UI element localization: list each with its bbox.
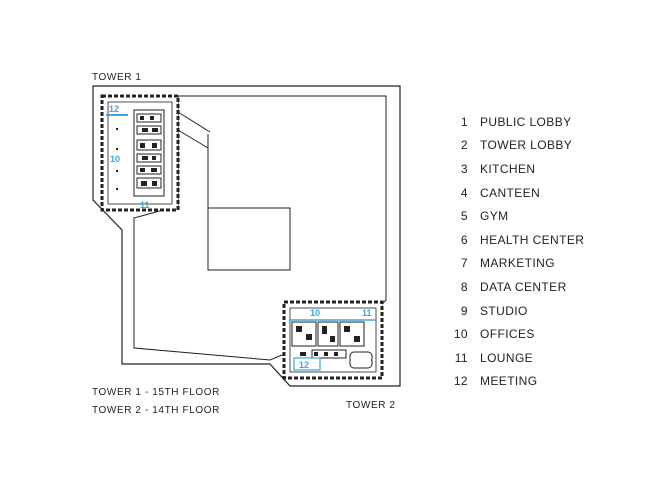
legend-label: MEETING (480, 374, 538, 389)
legend-item: 5 GYM (446, 204, 584, 228)
legend-item: 8 DATA CENTER (446, 275, 584, 299)
legend-number: 9 (460, 303, 468, 318)
tower2-label: TOWER 2 (346, 400, 396, 411)
legend-number: 7 (460, 256, 468, 271)
legend-label: HEALTH CENTER (480, 232, 585, 247)
tower2-plan: 10 11 12 (282, 300, 384, 380)
plan-marker-lounge-t1: 11 (140, 200, 150, 210)
plan-marker-offices-t2: 10 (310, 308, 320, 318)
legend-label: PUBLIC LOBBY (480, 114, 572, 129)
legend-item: 2 TOWER LOBBY (446, 134, 584, 158)
plan-marker-meeting-t2: 12 (299, 360, 309, 370)
plan-marker-offices-t1: 10 (110, 154, 120, 164)
legend-item: 12 MEETING (446, 370, 584, 394)
legend: 1 PUBLIC LOBBY 2 TOWER LOBBY 3 KITCHEN 4 CAN… (446, 110, 584, 393)
inner-court (207, 134, 291, 271)
plan-marker-lounge-t2: 11 (362, 308, 372, 318)
legend-label: CANTEEN (480, 185, 541, 200)
legend-label: TOWER LOBBY (480, 138, 573, 153)
link-line (177, 129, 209, 149)
tower1-plan: 12 10 11 (100, 94, 180, 212)
legend-item: 4 CANTEEN (446, 181, 584, 205)
plan-marker-meeting-t1: 12 (109, 104, 119, 114)
floor-caption-tower1: TOWER 1 - 15TH FLOOR (92, 387, 220, 398)
legend-number: 1 (460, 114, 468, 129)
legend-item: 7 MARKETING (446, 252, 584, 276)
legend-item: 11 LOUNGE (446, 346, 584, 370)
legend-label: OFFICES (480, 327, 535, 342)
legend-item: 1 PUBLIC LOBBY (446, 110, 584, 134)
legend-label: GYM (480, 209, 509, 224)
legend-number: 3 (460, 161, 468, 176)
tower1-label: TOWER 1 (92, 72, 142, 83)
legend-item: 10 OFFICES (446, 322, 584, 346)
legend-number: 4 (460, 185, 468, 200)
legend-number: 10 (453, 327, 468, 342)
legend-label: DATA CENTER (480, 279, 567, 294)
legend-label: LOUNGE (480, 350, 534, 365)
legend-number: 2 (460, 138, 468, 153)
legend-item: 9 STUDIO (446, 299, 584, 323)
legend-number: 12 (453, 374, 468, 389)
legend-number: 5 (460, 209, 468, 224)
legend-item: 3 KITCHEN (446, 157, 584, 181)
link-line (177, 111, 211, 133)
legend-number: 11 (454, 350, 468, 365)
floor-caption-tower2: TOWER 2 - 14TH FLOOR (92, 405, 220, 416)
legend-label: MARKETING (480, 256, 555, 271)
legend-item: 6 HEALTH CENTER (446, 228, 584, 252)
legend-label: KITCHEN (480, 161, 536, 176)
legend-number: 6 (460, 232, 468, 247)
legend-label: STUDIO (480, 303, 528, 318)
legend-number: 8 (460, 279, 468, 294)
